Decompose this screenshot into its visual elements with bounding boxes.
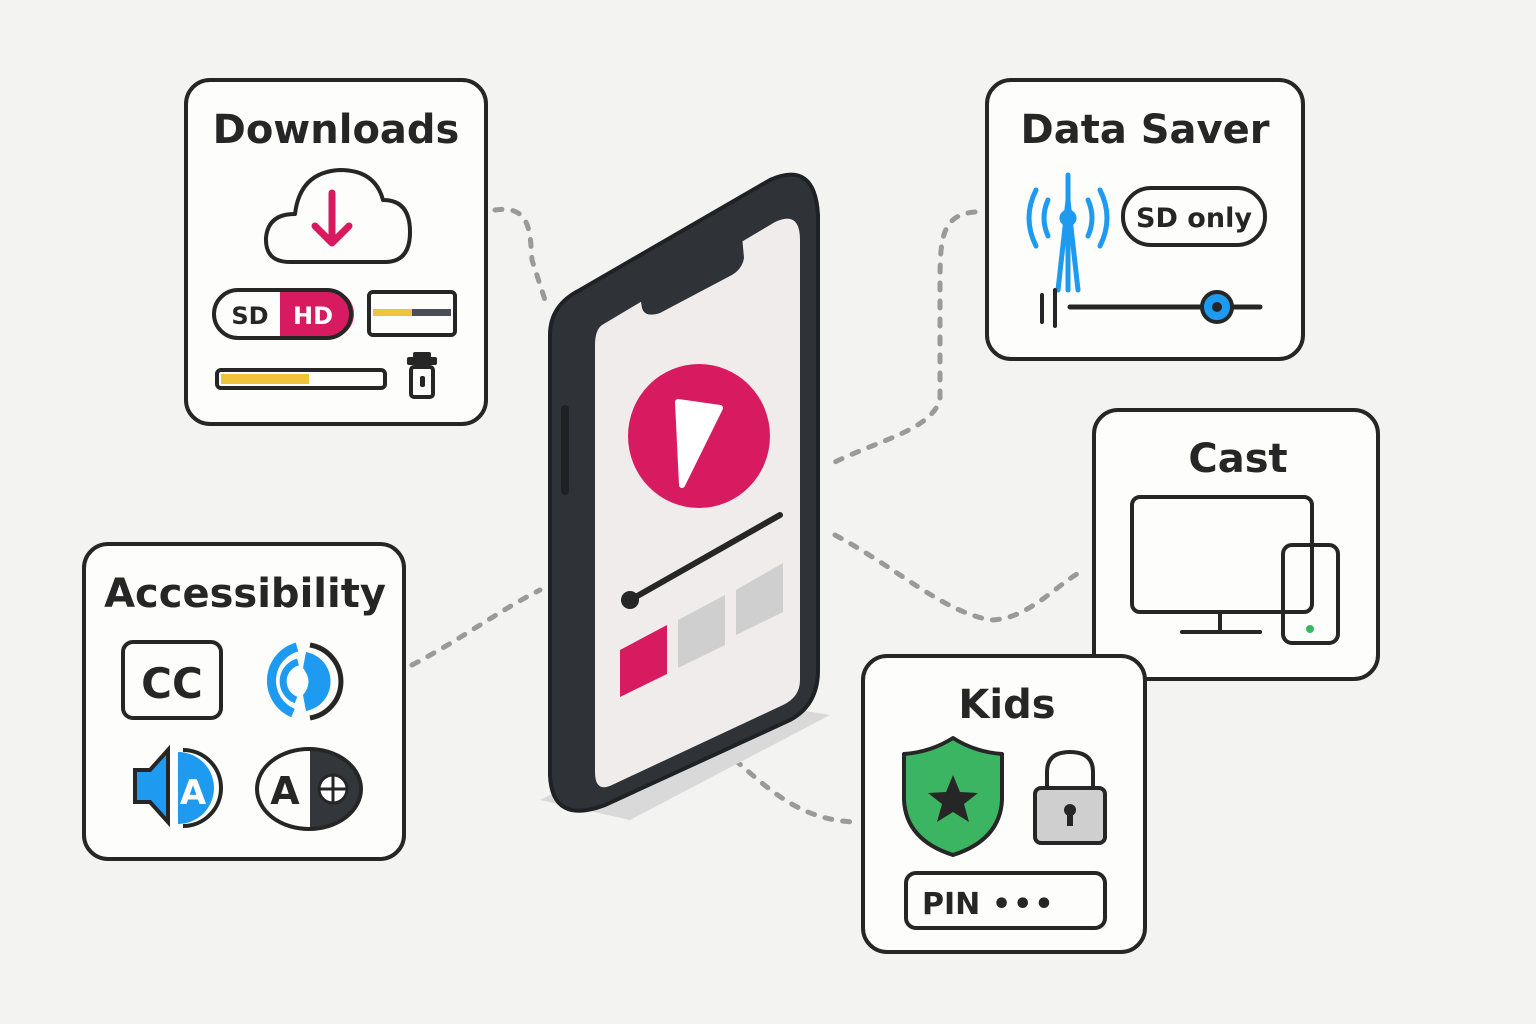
progress-knob[interactable] [621, 591, 639, 609]
kids-title: Kids [958, 682, 1055, 728]
connector-data-saver [832, 209, 978, 465]
data-usage-slider[interactable] [1040, 288, 1263, 328]
download-progress-bar [215, 368, 387, 390]
phone-notch [640, 236, 744, 315]
download-arrow-icon [311, 189, 353, 247]
audio-description-icon[interactable] [267, 642, 344, 721]
closed-captions-icon[interactable]: CC [121, 640, 223, 720]
connector-accessibility [409, 587, 543, 668]
accessibility-title: Accessibility [104, 571, 386, 617]
tv-icon [1130, 495, 1314, 634]
svg-text:SD only: SD only [1136, 203, 1252, 234]
downloads-title: Downloads [213, 107, 460, 153]
quality-toggle[interactable]: SD HD [212, 288, 354, 340]
progress-slider[interactable] [622, 512, 783, 606]
storage-indicator [367, 290, 457, 337]
contrast-icon[interactable]: A [255, 747, 363, 831]
connector-downloads [492, 206, 548, 303]
content-tile[interactable] [620, 625, 667, 697]
pin-input[interactable]: PIN ••• [904, 871, 1107, 930]
phone [540, 172, 830, 820]
signal-tower-icon [1026, 172, 1110, 293]
svg-text:CC: CC [141, 659, 203, 708]
content-tile[interactable] [736, 563, 783, 635]
phone-icon [1281, 543, 1340, 645]
pin-label: PIN [922, 887, 980, 922]
cast-card[interactable]: Cast [1092, 408, 1380, 681]
cast-title: Cast [1188, 436, 1287, 482]
connectors [409, 206, 1088, 825]
downloads-card[interactable]: Downloads SD HD [184, 78, 488, 426]
quality-hd[interactable]: HD [293, 302, 333, 330]
quality-sd[interactable]: SD [231, 302, 268, 330]
sd-only-badge[interactable]: SD only [1121, 186, 1267, 247]
pin-mask: ••• [992, 887, 1056, 922]
connector-kids [732, 757, 858, 825]
svg-text:A: A [270, 769, 300, 813]
svg-text:A: A [180, 773, 207, 813]
data-saver-card[interactable]: Data Saver SD only [985, 78, 1305, 361]
phone-side-button [561, 405, 569, 495]
speaker-a-icon[interactable]: A [133, 744, 223, 828]
connector-cast [832, 532, 1088, 623]
content-tile[interactable] [678, 595, 725, 668]
shield-star-icon [902, 736, 1004, 857]
cloud-download-icon [263, 168, 412, 264]
trash-icon[interactable] [407, 352, 437, 399]
accessibility-card[interactable]: Accessibility CC A A [82, 542, 406, 861]
kids-card[interactable]: Kids PIN ••• [861, 654, 1147, 954]
data-saver-title: Data Saver [1021, 107, 1270, 153]
lock-icon [1033, 750, 1107, 845]
play-icon [675, 399, 723, 488]
